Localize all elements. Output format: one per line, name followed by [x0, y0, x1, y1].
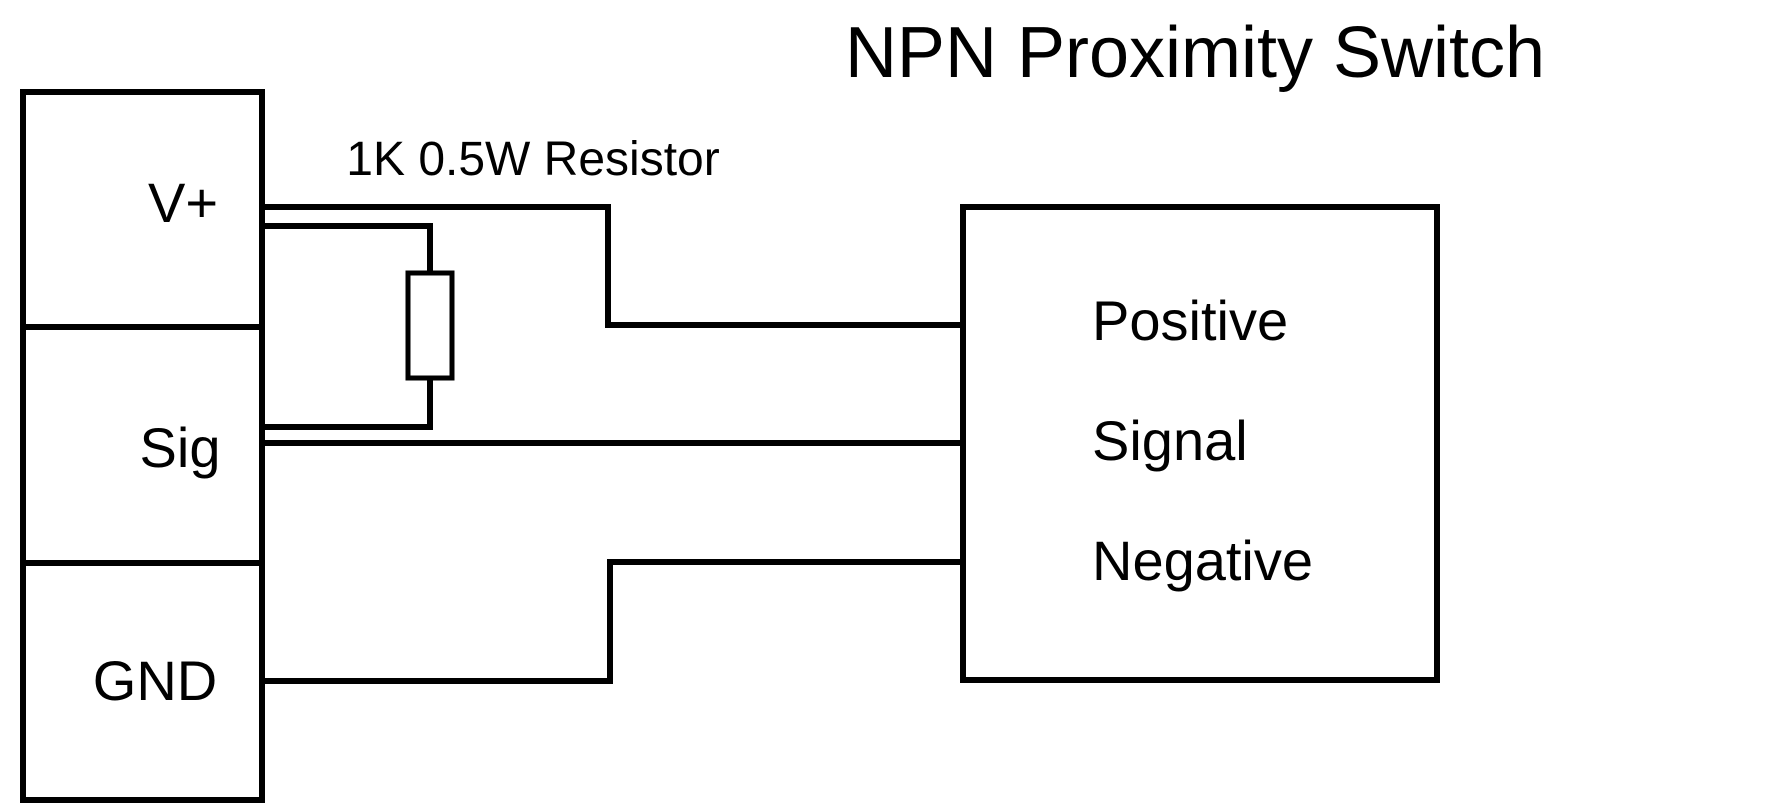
resistor-symbol [405, 270, 455, 381]
switch-outline [960, 204, 1440, 683]
terminal-label-gnd: GND [93, 649, 217, 712]
resistor-label: 1K 0.5W Resistor [346, 133, 719, 186]
wire-gnd-to-negative [262, 559, 963, 684]
diagram-title: NPN Proximity Switch [845, 13, 1545, 93]
wire-resistor-branch [262, 223, 433, 430]
wire-vplus-to-positive [262, 204, 963, 328]
pin-label-positive: Positive [1092, 289, 1288, 352]
wires [262, 204, 963, 684]
pin-label-signal: Signal [1092, 409, 1248, 472]
connector-block: V+ Sig GND [20, 89, 265, 803]
pin-label-negative: Negative [1092, 529, 1313, 592]
terminal-label-vplus: V+ [148, 171, 218, 234]
switch-block: Positive Signal Negative [960, 204, 1440, 683]
terminal-label-sig: Sig [140, 416, 221, 479]
